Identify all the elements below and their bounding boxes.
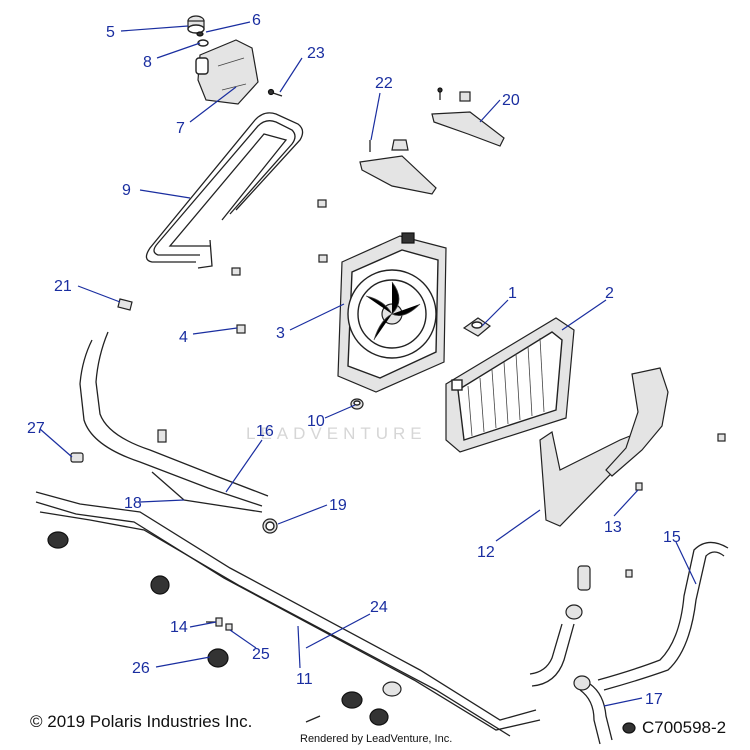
callout-4[interactable]: 4: [179, 329, 188, 346]
part-clip-upper[interactable]: [231, 199, 328, 276]
part-bracket-20[interactable]: [431, 87, 505, 147]
callout-10[interactable]: 10: [307, 413, 325, 430]
part-cap[interactable]: [187, 15, 205, 34]
callout-11[interactable]: 11: [296, 671, 313, 688]
callout-1[interactable]: 1: [508, 285, 517, 302]
callout-2[interactable]: 2: [605, 285, 614, 302]
callout-8[interactable]: 8: [143, 54, 152, 71]
callout-13[interactable]: 13: [604, 519, 622, 536]
part-fan-shroud[interactable]: [337, 232, 447, 393]
part-bracket-22[interactable]: [359, 139, 437, 195]
part-mount-1[interactable]: [462, 317, 492, 337]
part-fitting-21[interactable]: [117, 298, 133, 311]
callout-17[interactable]: 17: [645, 691, 663, 708]
callout-27[interactable]: 27: [27, 420, 45, 437]
callout-5[interactable]: 5: [106, 24, 115, 41]
callout-20[interactable]: 20: [502, 92, 520, 109]
part-hose-17[interactable]: [579, 683, 613, 745]
callout-15[interactable]: 15: [663, 529, 681, 546]
callout-21[interactable]: 21: [54, 278, 72, 295]
callout-6[interactable]: 6: [252, 12, 261, 29]
callout-9[interactable]: 9: [122, 182, 131, 199]
part-air-deflector[interactable]: [539, 367, 669, 527]
callout-18[interactable]: 18: [124, 495, 142, 512]
callout-14[interactable]: 14: [170, 619, 188, 636]
part-tube-mount[interactable]: [47, 531, 389, 726]
copyright-text: © 2019 Polaris Industries Inc.: [30, 712, 253, 731]
part-coolant-tube-24[interactable]: [39, 511, 511, 737]
part-bolt-14[interactable]: [206, 617, 233, 631]
render-credit-text: Rendered by LeadVenture, Inc.: [300, 733, 453, 745]
callout-25[interactable]: 25: [252, 646, 270, 663]
callout-12[interactable]: 12: [477, 544, 495, 561]
callout-26[interactable]: 26: [132, 660, 150, 677]
part-coolant-reservoir[interactable]: [195, 39, 259, 105]
callout-7[interactable]: 7: [176, 120, 185, 137]
part-upper-hose[interactable]: [79, 331, 269, 513]
callout-19[interactable]: 19: [329, 497, 347, 514]
part-bolt-13[interactable]: [635, 433, 726, 491]
callout-22[interactable]: 22: [375, 75, 393, 92]
radiator-fins: [467, 337, 545, 437]
part-grommet-10[interactable]: [350, 398, 364, 410]
part-overflow-hose[interactable]: [145, 112, 304, 269]
leader-lines: [39, 21, 697, 707]
callout-16[interactable]: 16: [256, 423, 274, 440]
part-hose-clamp-19[interactable]: [262, 518, 278, 534]
callout-24[interactable]: 24: [370, 599, 388, 616]
part-o-ring[interactable]: [196, 31, 209, 47]
part-radiator[interactable]: [445, 317, 575, 453]
diagram-id: C700598-2: [642, 718, 727, 737]
part-bolt-23[interactable]: [267, 88, 283, 97]
part-bolt-4[interactable]: [236, 324, 246, 334]
callout-3[interactable]: 3: [276, 325, 285, 342]
part-coolant-tube-11[interactable]: [35, 491, 541, 731]
part-hose-center[interactable]: [305, 565, 636, 734]
part-clamp-27[interactable]: [70, 452, 84, 463]
watermark-text: LEADVENTURE: [246, 424, 427, 443]
callout-numbers: 1 2 3 4 5 6 7 8 9 10 11 12 13 14 15 16 1…: [27, 12, 681, 708]
callout-23[interactable]: 23: [307, 45, 325, 62]
part-lower-hose-15[interactable]: [597, 541, 729, 691]
